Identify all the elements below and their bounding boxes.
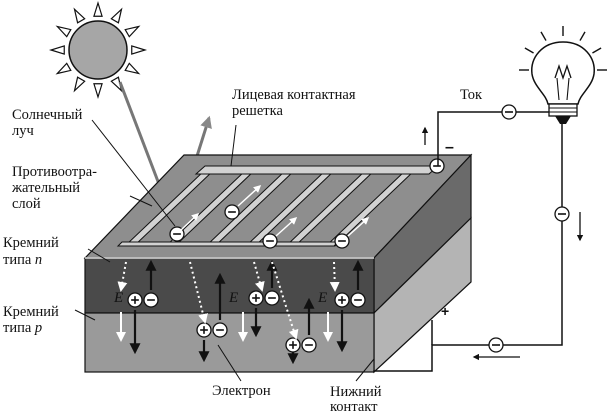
bulb-light-ray (592, 47, 602, 54)
sun-ray-spike (93, 0, 103, 17)
label-front-grid-1: Лицевая контактная (232, 87, 356, 103)
label-si-p-1: Кремний (3, 304, 59, 320)
label-si-n-2: типа n (3, 252, 42, 268)
motion-arrow (271, 261, 299, 340)
sun-ray-spike (93, 83, 103, 100)
sun-ray-spike (124, 62, 141, 75)
sun-icon (48, 0, 148, 100)
motion-arrow (347, 216, 370, 237)
field-label-e: E (113, 290, 123, 306)
bulb-light-ray (524, 47, 534, 54)
grid-bottom-bar (116, 241, 340, 247)
leader-lines (74, 119, 375, 382)
label-si-n-1: Кремний (3, 235, 59, 251)
label-sun-ray-1: Солнечный (12, 107, 83, 123)
motion-arrow (237, 184, 262, 207)
solar-cell-block (83, 153, 473, 374)
label-bottom-contact-1: Нижний (330, 384, 382, 400)
label-current: Ток (460, 87, 483, 103)
label-bottom-contact-2: контакт (330, 399, 378, 415)
field-label-e: E (317, 290, 327, 306)
light-bulb-icon (519, 26, 607, 124)
label-si-p-2: типа p (3, 320, 42, 336)
sun-ray-spike (73, 76, 86, 93)
plus-terminal-sign: + (441, 303, 449, 319)
label-electron: Электрон (212, 383, 271, 399)
motion-arrow (189, 261, 208, 324)
label-antireflect-3: слой (12, 196, 41, 212)
field-label-e: E (228, 290, 238, 306)
sun-ray-spike (110, 7, 123, 24)
text-labels: Солнечный луч Лицевая контактная решетка… (3, 87, 483, 415)
current-arrows (421, 126, 584, 361)
label-antireflect-1: Противоотра- (12, 164, 97, 180)
bulb-light-ray (579, 31, 586, 41)
bulb-light-ray (540, 31, 547, 41)
front-contact-grid (116, 165, 440, 247)
sun-ray-spike (124, 25, 141, 38)
sun-ray-spike (55, 62, 72, 75)
minus-terminal-sign: – (445, 139, 454, 156)
label-antireflect-2: жательный (11, 180, 80, 196)
circuit-electrons (488, 104, 570, 353)
sun-ray-spike (73, 7, 86, 24)
motion-arrow (180, 212, 200, 231)
label-sun-ray-2: луч (12, 123, 34, 139)
sun-ray-spike (48, 45, 65, 55)
motion-arrow (275, 216, 298, 237)
sun-ray-spike (131, 45, 148, 55)
sun-ray-spike (55, 25, 72, 38)
label-front-grid-2: решетка (232, 103, 283, 119)
